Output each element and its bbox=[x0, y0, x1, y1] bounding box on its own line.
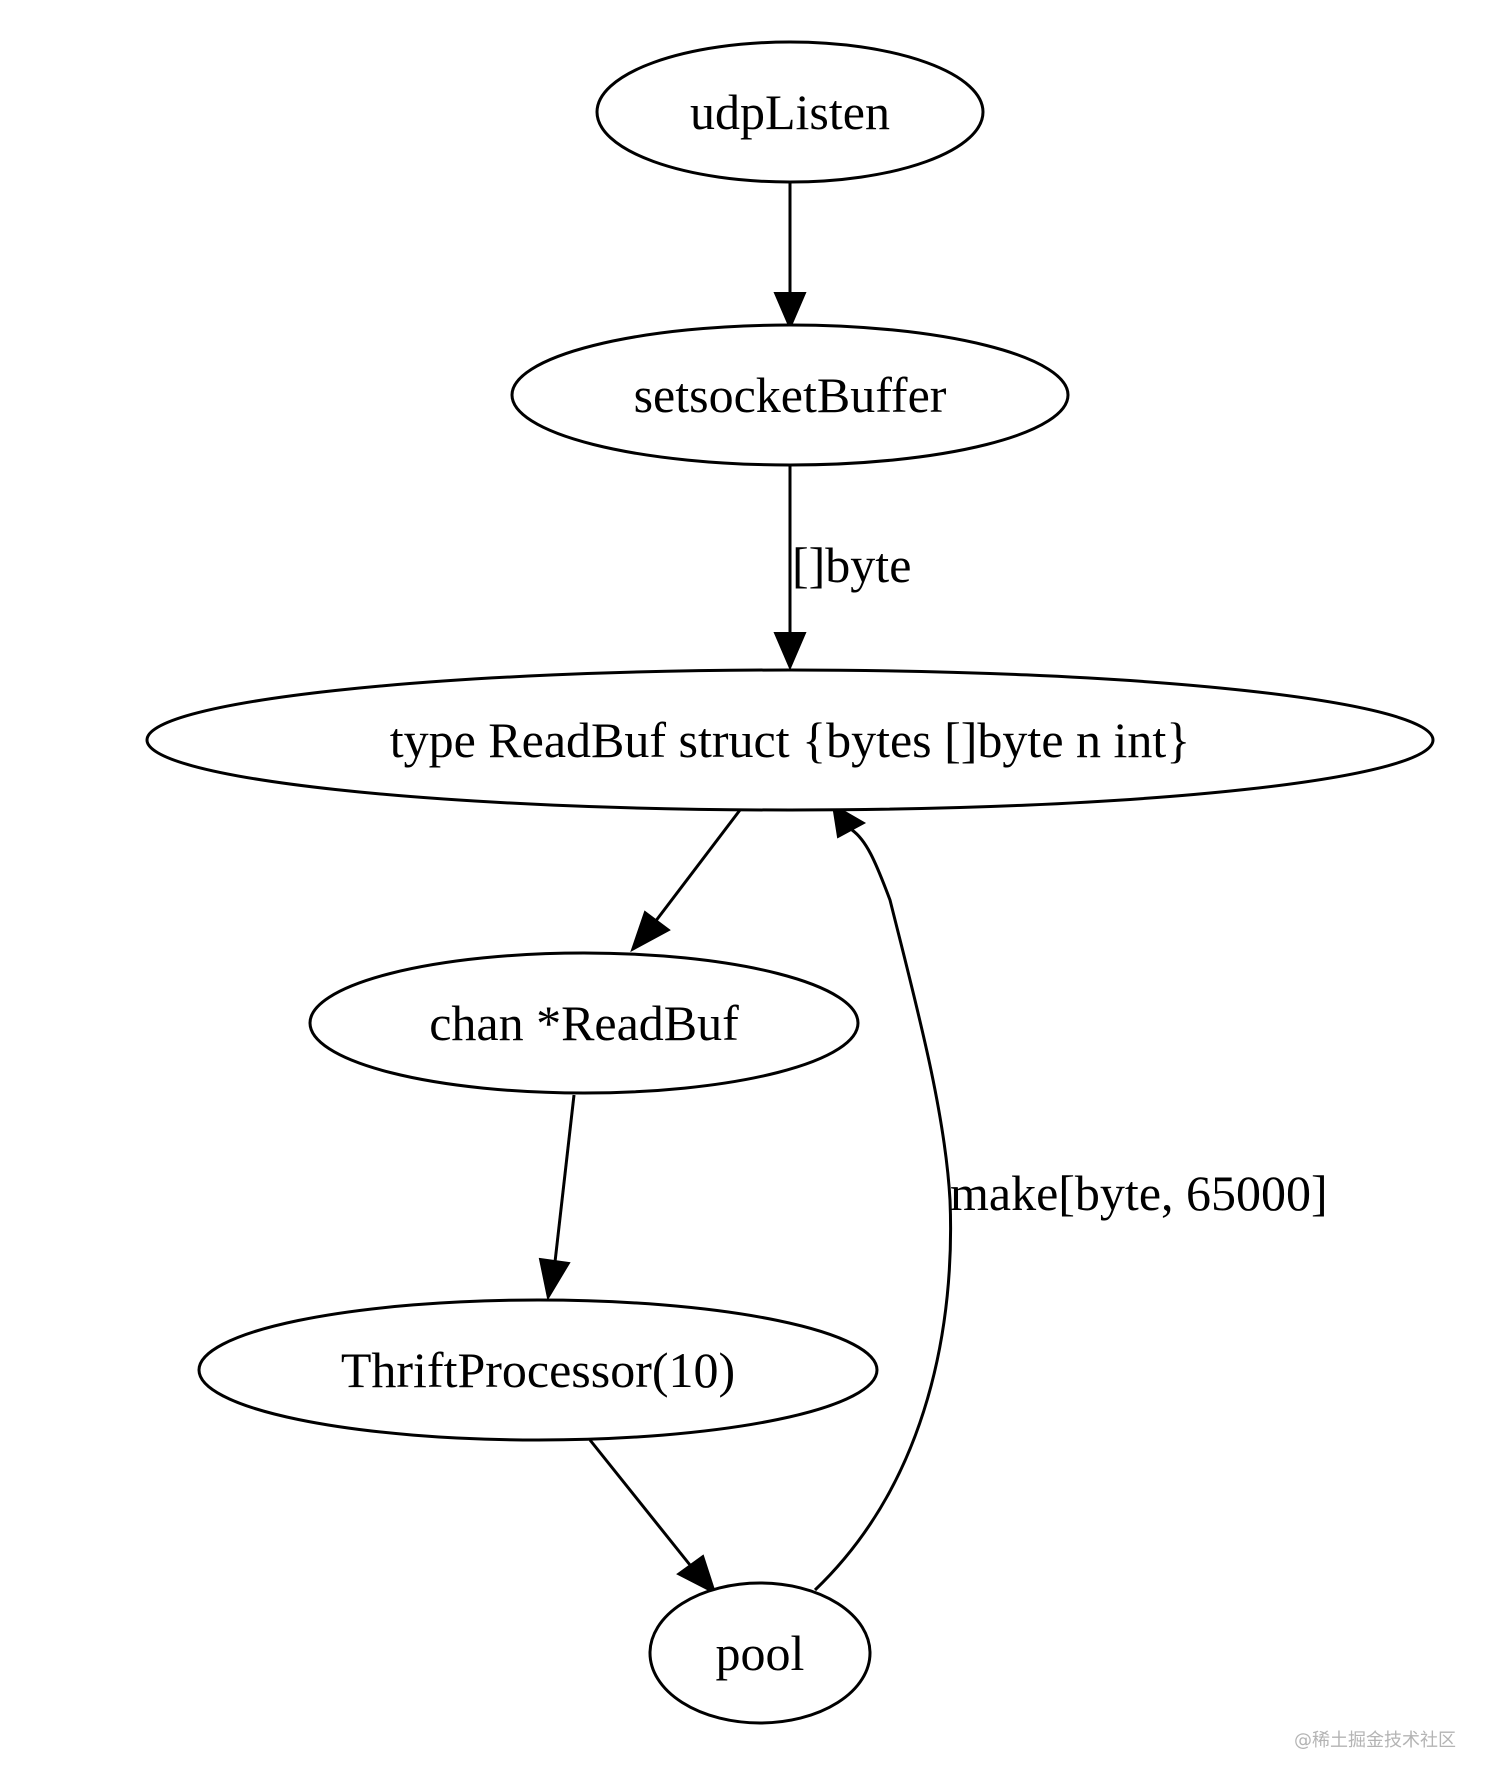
node-thriftprocessor: ThriftProcessor(10) bbox=[197, 1298, 879, 1442]
node-label: ThriftProcessor(10) bbox=[341, 1342, 735, 1398]
node-label: pool bbox=[716, 1625, 805, 1681]
node-ellipse bbox=[510, 323, 1070, 467]
watermark: @稀土掘金技术社区 bbox=[1294, 1730, 1456, 1751]
node-label: udpListen bbox=[690, 84, 890, 140]
edge-readbuf-to-chan bbox=[630, 809, 742, 953]
node-chan-readbuf: chan *ReadBuf bbox=[308, 951, 860, 1095]
arrowhead bbox=[773, 632, 807, 671]
node-udplisten: udpListen bbox=[595, 40, 985, 184]
node-ellipse bbox=[145, 668, 1435, 812]
arrowhead bbox=[676, 1554, 717, 1595]
arrowhead bbox=[831, 803, 867, 839]
edge-udplisten-to-setsocketbuffer bbox=[773, 182, 807, 331]
node-ellipse bbox=[197, 1298, 879, 1442]
node-label: chan *ReadBuf bbox=[429, 995, 739, 1051]
edge-thrift-to-pool bbox=[588, 1439, 717, 1595]
edge-label-make-byte: make[byte, 65000] bbox=[950, 1165, 1328, 1221]
edge-pool-to-readbuf: make[byte, 65000] bbox=[813, 803, 1328, 1592]
node-ellipse bbox=[595, 40, 985, 184]
edge-setsocketbuffer-to-readbuf: []byte bbox=[773, 465, 911, 671]
node-label: type ReadBuf struct {bytes []byte n int} bbox=[390, 712, 1191, 768]
arrowhead bbox=[538, 1257, 571, 1301]
node-ellipse bbox=[648, 1581, 872, 1725]
arrowhead bbox=[630, 910, 671, 953]
node-label: setsocketBuffer bbox=[634, 367, 947, 423]
arrowhead bbox=[773, 292, 807, 331]
node-setsocketbuffer: setsocketBuffer bbox=[510, 323, 1070, 467]
node-pool: pool bbox=[648, 1581, 872, 1725]
node-readbuf-struct: type ReadBuf struct {bytes []byte n int} bbox=[145, 668, 1435, 812]
node-ellipse bbox=[308, 951, 860, 1095]
edge-chan-to-thrift bbox=[538, 1094, 576, 1301]
edge-label-byte-slice: []byte bbox=[792, 537, 911, 593]
